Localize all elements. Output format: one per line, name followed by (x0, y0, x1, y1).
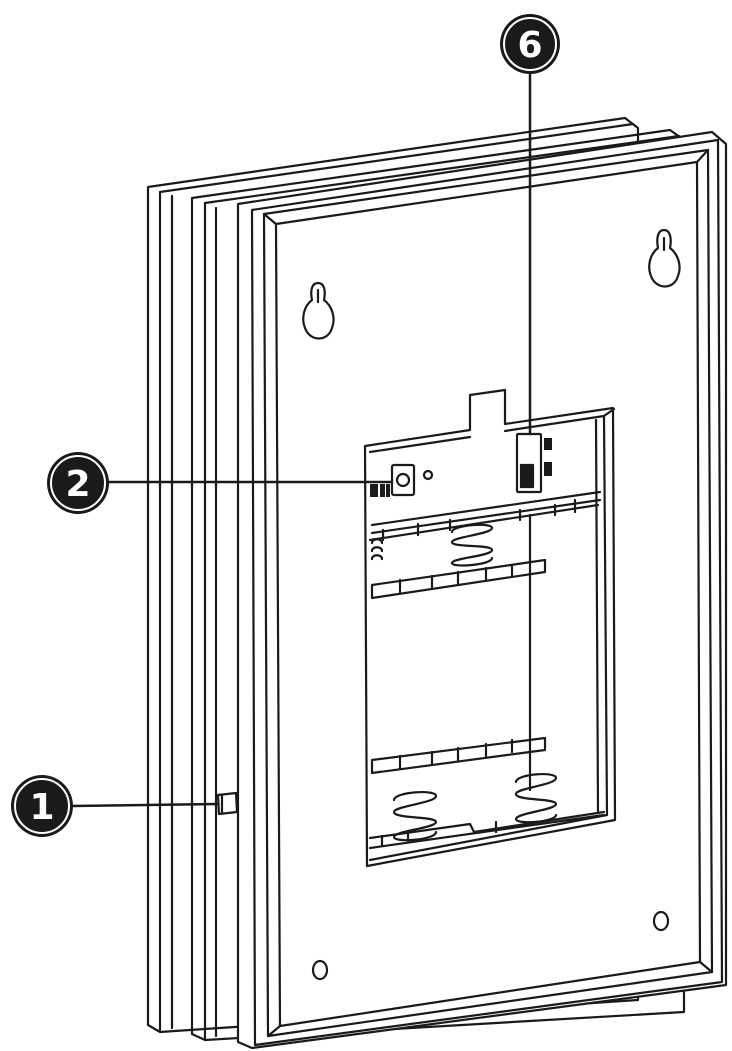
callout-1-label: 1 (29, 787, 54, 828)
reset-button[interactable] (370, 463, 434, 497)
callout-2-label: 2 (65, 464, 90, 505)
callout-1: 1 (11, 775, 73, 837)
side-switch[interactable] (216, 791, 239, 816)
callout-6: 6 (500, 14, 560, 74)
spring-top (370, 523, 494, 567)
keyhole-slot-right (648, 228, 681, 288)
panel-layer-middle (190, 128, 686, 1042)
callout-2: 2 (47, 452, 109, 514)
battery-compartment (363, 388, 617, 868)
spring-bottom-left (392, 790, 438, 842)
keyhole-slot-left (302, 281, 335, 340)
screw-hole-bottom-right (652, 910, 670, 932)
spring-bottom-right (514, 772, 558, 824)
callout-6-label: 6 (517, 25, 542, 66)
screw-hole-bottom-left (311, 959, 329, 981)
panel-layer-back (146, 116, 640, 1034)
leader-line-1 (70, 802, 220, 808)
